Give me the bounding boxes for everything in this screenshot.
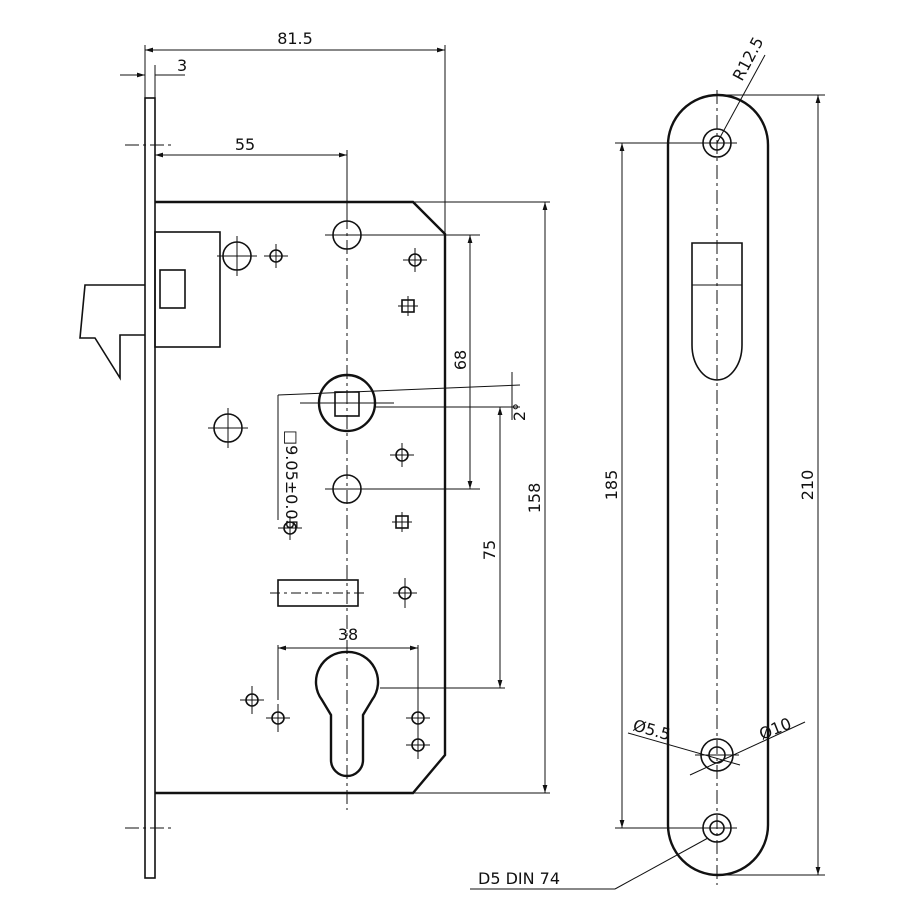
square-pin-upper [398, 296, 418, 316]
dim-width-total: 81.5 [277, 29, 313, 48]
faceplate-outline [666, 93, 770, 877]
pin-cyl-left [266, 704, 290, 732]
pin-slot-right [393, 578, 417, 608]
dim-cylinder-width: 38 [338, 625, 358, 644]
slot [270, 579, 366, 607]
dim-handle-to-mount: 68 [451, 350, 470, 370]
dim-angle: 2° [510, 403, 529, 421]
dim-backset: 55 [235, 135, 255, 154]
hole-mid-left [208, 408, 248, 448]
square-pin-lower [392, 512, 412, 532]
pin-cyl-right-lower [406, 731, 430, 759]
dim-faceplate-radius: R12.5 [729, 34, 768, 84]
side-view: 81.5 3 55 68 2° □9.05±0.05 75 158 [79, 29, 550, 879]
pin-cyl-left-outer [240, 686, 264, 714]
latch-bolt [79, 284, 145, 381]
lock-case [155, 200, 447, 795]
dim-countersink-large: Ø10 [756, 714, 794, 744]
pin-upper-right [403, 248, 427, 272]
latch-housing [154, 231, 221, 348]
dim-hole-spacing: 185 [602, 470, 621, 501]
faceplate-view: R12.5 185 210 Ø5.5 Ø10 D5 DIN 74 [470, 34, 825, 890]
hole-upper-left [217, 236, 257, 276]
pin-mid-right [390, 443, 414, 467]
pin-upper-left [264, 244, 288, 268]
latch-inner [159, 269, 186, 309]
screw-spec-label: D5 DIN 74 [478, 869, 560, 888]
dim-handle-to-cylinder: 75 [480, 540, 499, 560]
dim-faceplate-length: 210 [798, 470, 817, 501]
dim-spindle-square: □9.05±0.05 [282, 430, 301, 530]
dim-plate-thickness: 3 [177, 56, 187, 75]
faceplate-strip [144, 97, 156, 879]
pin-lower-left [278, 516, 302, 540]
latch-opening [691, 242, 743, 381]
dim-case-height: 158 [525, 483, 544, 514]
